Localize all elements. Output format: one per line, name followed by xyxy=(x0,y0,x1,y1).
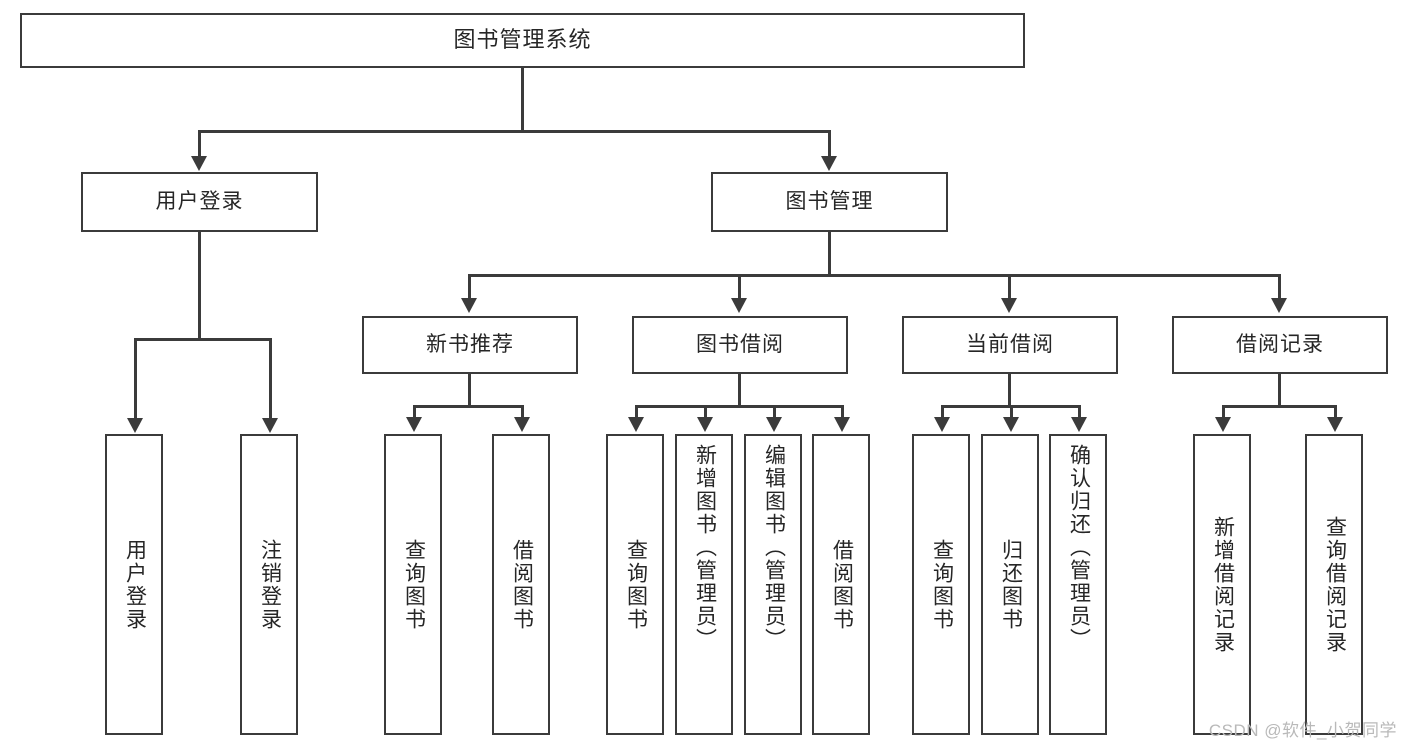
node-current-borrow[interactable]: 当前借阅 xyxy=(902,316,1118,374)
arrowhead-record-query xyxy=(1327,417,1343,432)
arrowhead-borrow-edit xyxy=(766,417,782,432)
arrowhead-new-book xyxy=(461,298,477,313)
connector-drop-borrow-lend xyxy=(841,405,844,419)
arrowhead-current-return xyxy=(1003,417,1019,432)
connector-user-login-stem xyxy=(198,232,201,338)
leaf-borrow-lend-book[interactable]: 借阅图书 xyxy=(812,434,870,735)
arrowhead-borrow-lend xyxy=(834,417,850,432)
connector-drop-current-return xyxy=(1010,405,1013,419)
node-borrow-record[interactable]: 借阅记录 xyxy=(1172,316,1388,374)
connector-drop-current-query xyxy=(941,405,944,419)
leaf-label: 用户登录 xyxy=(123,538,147,631)
arrowhead-record-add xyxy=(1215,417,1231,432)
leaf-user-login[interactable]: 用户登录 xyxy=(105,434,163,735)
connector-book-manage-stem xyxy=(828,232,831,274)
node-label: 图书管理系统 xyxy=(453,27,592,53)
arrowhead-recommend-borrow xyxy=(514,417,530,432)
leaf-borrow-add-book-admin[interactable]: 新增图书（管理员） xyxy=(675,434,733,735)
arrowhead-borrow-record xyxy=(1271,298,1287,313)
connector-drop-new-book xyxy=(468,274,471,300)
connector-drop-leaf-user-login xyxy=(134,338,137,420)
arrowhead-borrow-query xyxy=(628,417,644,432)
connector-record-bus xyxy=(1222,405,1336,408)
leaf-borrow-query-book[interactable]: 查询图书 xyxy=(606,434,664,735)
arrowhead-current-query xyxy=(934,417,950,432)
leaf-recommend-borrow-book[interactable]: 借阅图书 xyxy=(492,434,550,735)
connector-drop-recommend-borrow xyxy=(521,405,524,419)
connector-record-stem xyxy=(1278,374,1281,405)
connector-book-manage-bus xyxy=(468,274,1281,277)
leaf-current-confirm-return-admin[interactable]: 确认归还（管理员） xyxy=(1049,434,1107,735)
node-label: 借阅记录 xyxy=(1236,333,1324,357)
node-label: 图书管理 xyxy=(785,190,874,214)
connector-drop-record-query xyxy=(1334,405,1337,419)
connector-drop-leaf-logout xyxy=(269,338,272,420)
connector-drop-borrow-edit xyxy=(773,405,776,419)
arrowhead-recommend-query xyxy=(406,417,422,432)
leaf-label: 确认归还（管理员） xyxy=(1067,444,1091,651)
leaf-label: 注销登录 xyxy=(258,538,282,631)
arrowhead-borrow-add xyxy=(697,417,713,432)
connector-user-login-bus xyxy=(134,338,271,341)
node-user-login[interactable]: 用户登录 xyxy=(81,172,318,232)
leaf-record-query[interactable]: 查询借阅记录 xyxy=(1305,434,1363,735)
connector-drop-borrow-query xyxy=(635,405,638,419)
leaf-current-return-book[interactable]: 归还图书 xyxy=(981,434,1039,735)
leaf-logout[interactable]: 注销登录 xyxy=(240,434,298,735)
node-new-book-recommend[interactable]: 新书推荐 xyxy=(362,316,578,374)
connector-recommend-stem xyxy=(468,374,471,405)
arrowhead-leaf-user-login xyxy=(127,418,143,433)
leaf-label: 借阅图书 xyxy=(830,538,854,631)
arrowhead-book-borrow xyxy=(731,298,747,313)
connector-drop-book-manage xyxy=(828,130,831,158)
node-label: 当前借阅 xyxy=(966,333,1054,357)
node-label: 新书推荐 xyxy=(426,333,514,357)
leaf-label: 查询图书 xyxy=(930,538,954,631)
leaf-label: 查询借阅记录 xyxy=(1323,515,1347,654)
connector-root-stem xyxy=(521,68,524,130)
node-book-borrow[interactable]: 图书借阅 xyxy=(632,316,848,374)
node-book-management[interactable]: 图书管理 xyxy=(711,172,948,232)
arrowhead-current-confirm xyxy=(1071,417,1087,432)
leaf-label: 归还图书 xyxy=(999,538,1023,631)
arrowhead-current-borrow xyxy=(1001,298,1017,313)
leaf-label: 新增图书（管理员） xyxy=(693,444,717,651)
connector-drop-user-login xyxy=(198,130,201,158)
leaf-label: 查询图书 xyxy=(624,538,648,631)
leaf-current-query-book[interactable]: 查询图书 xyxy=(912,434,970,735)
arrowhead-user-login xyxy=(191,156,207,171)
connector-drop-borrow-add xyxy=(704,405,707,419)
node-label: 图书借阅 xyxy=(696,333,784,357)
connector-current-stem xyxy=(1008,374,1011,405)
connector-drop-book-borrow xyxy=(738,274,741,300)
node-label: 用户登录 xyxy=(155,190,244,214)
leaf-label: 借阅图书 xyxy=(510,538,534,631)
connector-borrow-stem xyxy=(738,374,741,405)
connector-drop-borrow-record xyxy=(1278,274,1281,300)
node-root-system[interactable]: 图书管理系统 xyxy=(20,13,1025,68)
csdn-watermark: CSDN @软件_小贺同学 xyxy=(1208,721,1397,740)
arrowhead-book-manage xyxy=(821,156,837,171)
leaf-label: 编辑图书（管理员） xyxy=(762,444,786,651)
connector-drop-recommend-query xyxy=(413,405,416,419)
connector-recommend-bus xyxy=(413,405,523,408)
leaf-label: 新增借阅记录 xyxy=(1211,515,1235,654)
leaf-recommend-query-book[interactable]: 查询图书 xyxy=(384,434,442,735)
connector-borrow-bus xyxy=(635,405,843,408)
connector-root-bus xyxy=(198,130,830,133)
leaf-record-add[interactable]: 新增借阅记录 xyxy=(1193,434,1251,735)
arrowhead-leaf-logout xyxy=(262,418,278,433)
connector-drop-record-add xyxy=(1222,405,1225,419)
connector-drop-current-confirm xyxy=(1078,405,1081,419)
leaf-borrow-edit-book-admin[interactable]: 编辑图书（管理员） xyxy=(744,434,802,735)
leaf-label: 查询图书 xyxy=(402,538,426,631)
connector-drop-current-borrow xyxy=(1008,274,1011,300)
